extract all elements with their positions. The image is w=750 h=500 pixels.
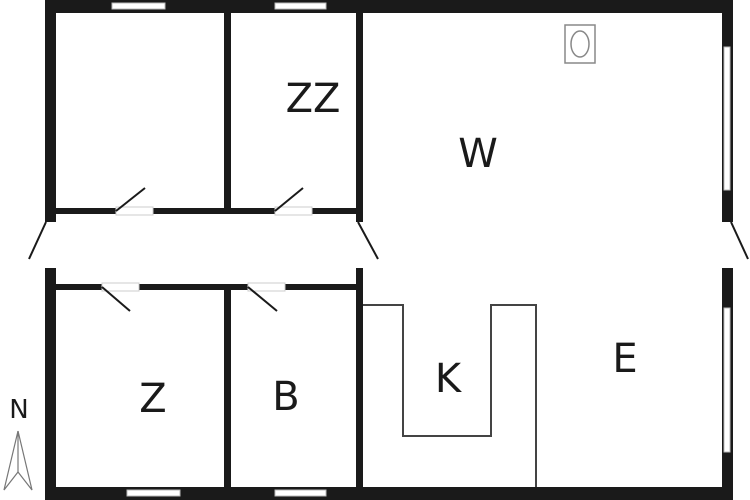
kitchen-counter: [363, 304, 537, 487]
doors: [28, 187, 749, 312]
room-label-z: Z: [139, 376, 166, 422]
north-compass: N: [3, 395, 33, 491]
room-label-b: B: [272, 374, 299, 420]
room-label-zz: ZZ: [286, 76, 341, 122]
north-arrow-icon: [3, 430, 33, 491]
stove-icon: [564, 24, 596, 64]
room-label-e: E: [612, 336, 637, 382]
compass-label: N: [9, 395, 28, 425]
room-label-w: W: [458, 131, 498, 177]
inner-walls: [45, 0, 363, 500]
windows: [111, 2, 731, 497]
room-label-k: K: [435, 356, 463, 402]
